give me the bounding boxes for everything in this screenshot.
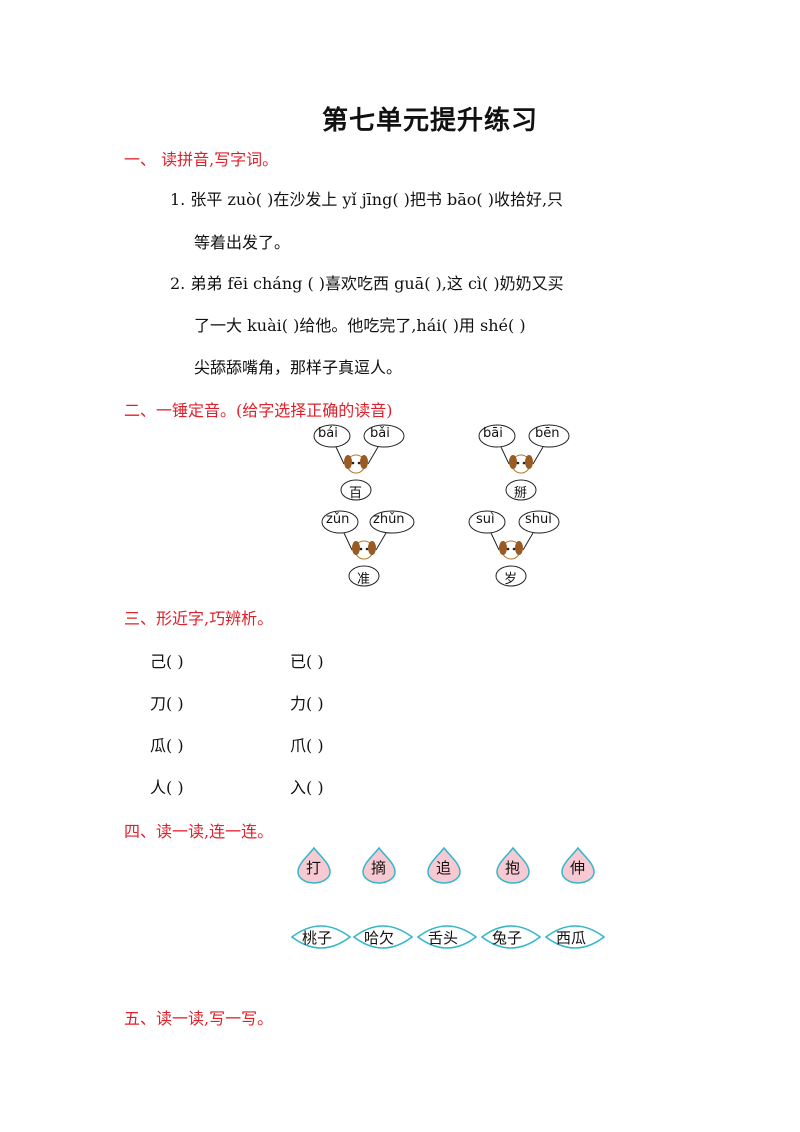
- pinyin-option-left[interactable]: bái: [318, 426, 338, 441]
- drop-shape: [362, 846, 396, 884]
- page-title: 第七单元提升练习: [322, 106, 539, 136]
- pinyin-option-right[interactable]: bēn: [535, 426, 560, 441]
- dog-bubbles-graphic: [321, 510, 415, 587]
- noun-leaf-5[interactable]: 西瓜: [544, 921, 606, 953]
- q2-line-1: 2. 弟弟 fēi cháng ( )喜欢吃西 guā( ),这 cì( )奶奶…: [170, 274, 564, 293]
- dog-bubbles-graphic: [313, 424, 405, 501]
- section-4-header: 四、读一读,连一连。: [124, 822, 274, 841]
- noun-label: 桃子: [302, 929, 333, 947]
- pinyin-option-right[interactable]: zhǔn: [373, 512, 405, 527]
- pair-row-4-a: 人( ): [150, 778, 184, 797]
- pinyin-group-4: suì shuì 岁: [465, 508, 565, 588]
- pinyin-group-3: zǔn zhǔn 准: [318, 508, 418, 588]
- pair-row-1-a: 己( ): [150, 652, 184, 671]
- noun-leaf-3[interactable]: 舌头: [416, 921, 478, 953]
- noun-leaf-4[interactable]: 兔子: [480, 921, 542, 953]
- verb-drop-4[interactable]: 抱: [495, 846, 531, 884]
- pinyin-group-1: bái bǎi 百: [310, 422, 410, 502]
- section-3-header: 三、形近字,巧辨析。: [124, 609, 274, 628]
- pair-row-1-b: 已( ): [290, 652, 324, 671]
- verb-drop-2[interactable]: 摘: [361, 846, 397, 884]
- noun-label: 哈欠: [364, 929, 395, 947]
- hanzi-tag: 百: [349, 486, 363, 501]
- pinyin-option-left[interactable]: bāi: [483, 426, 503, 441]
- hanzi-tag: 掰: [514, 486, 528, 501]
- pair-row-3-b: 爪( ): [290, 736, 324, 755]
- dog-bubbles-graphic: [478, 424, 570, 501]
- leaf-shape: [480, 925, 542, 949]
- verb-label: 追: [436, 859, 452, 877]
- q2-line-3: 尖舔舔嘴角，那样子真逗人。: [194, 358, 403, 377]
- drop-shape: [427, 846, 461, 884]
- dog-bubbles-graphic: [468, 510, 560, 587]
- section-5-header: 五、读一读,写一写。: [124, 1009, 274, 1028]
- verb-drop-5[interactable]: 伸: [560, 846, 596, 884]
- pair-row-4-b: 入( ): [290, 778, 324, 797]
- pinyin-group-2: bāi bēn 掰: [475, 422, 575, 502]
- leaf-shape: [352, 925, 414, 949]
- noun-label: 舌头: [428, 929, 459, 947]
- drop-shape: [496, 846, 530, 884]
- leaf-shape: [290, 925, 352, 949]
- verb-label: 抱: [505, 859, 521, 877]
- noun-label: 西瓜: [556, 929, 587, 947]
- verb-drop-3[interactable]: 追: [426, 846, 462, 884]
- leaf-shape: [544, 925, 606, 949]
- pinyin-option-left[interactable]: zǔn: [326, 512, 350, 527]
- pinyin-option-right[interactable]: bǎi: [370, 426, 390, 441]
- drop-shape: [297, 846, 331, 884]
- pair-row-3-a: 瓜( ): [150, 736, 184, 755]
- q1-line-1: 1. 张平 zuò( )在沙发上 yǐ jīng( )把书 bāo( )收拾好,…: [170, 190, 564, 209]
- pair-row-2-a: 刀( ): [150, 694, 184, 713]
- pair-row-2-b: 力( ): [290, 694, 324, 713]
- section-2-header: 二、一锤定音。(给字选择正确的读音): [124, 401, 393, 420]
- pinyin-option-right[interactable]: shuì: [525, 512, 552, 527]
- hanzi-tag: 准: [357, 572, 371, 587]
- verb-label: 摘: [371, 859, 387, 877]
- verb-label: 伸: [570, 859, 586, 877]
- noun-label: 兔子: [492, 929, 523, 947]
- pinyin-option-left[interactable]: suì: [476, 512, 495, 527]
- verb-drop-1[interactable]: 打: [296, 846, 332, 884]
- drop-shape: [561, 846, 595, 884]
- leaf-shape: [416, 925, 478, 949]
- section-1-header: 一、 读拼音,写字词。: [124, 150, 279, 169]
- noun-leaf-2[interactable]: 哈欠: [352, 921, 414, 953]
- noun-leaf-1[interactable]: 桃子: [290, 921, 352, 953]
- hanzi-tag: 岁: [504, 572, 518, 587]
- q2-line-2: 了一大 kuài( )给他。他吃完了,hái( )用 shé( ): [194, 316, 526, 335]
- verb-label: 打: [306, 859, 322, 877]
- q1-line-2: 等着出发了。: [194, 233, 291, 252]
